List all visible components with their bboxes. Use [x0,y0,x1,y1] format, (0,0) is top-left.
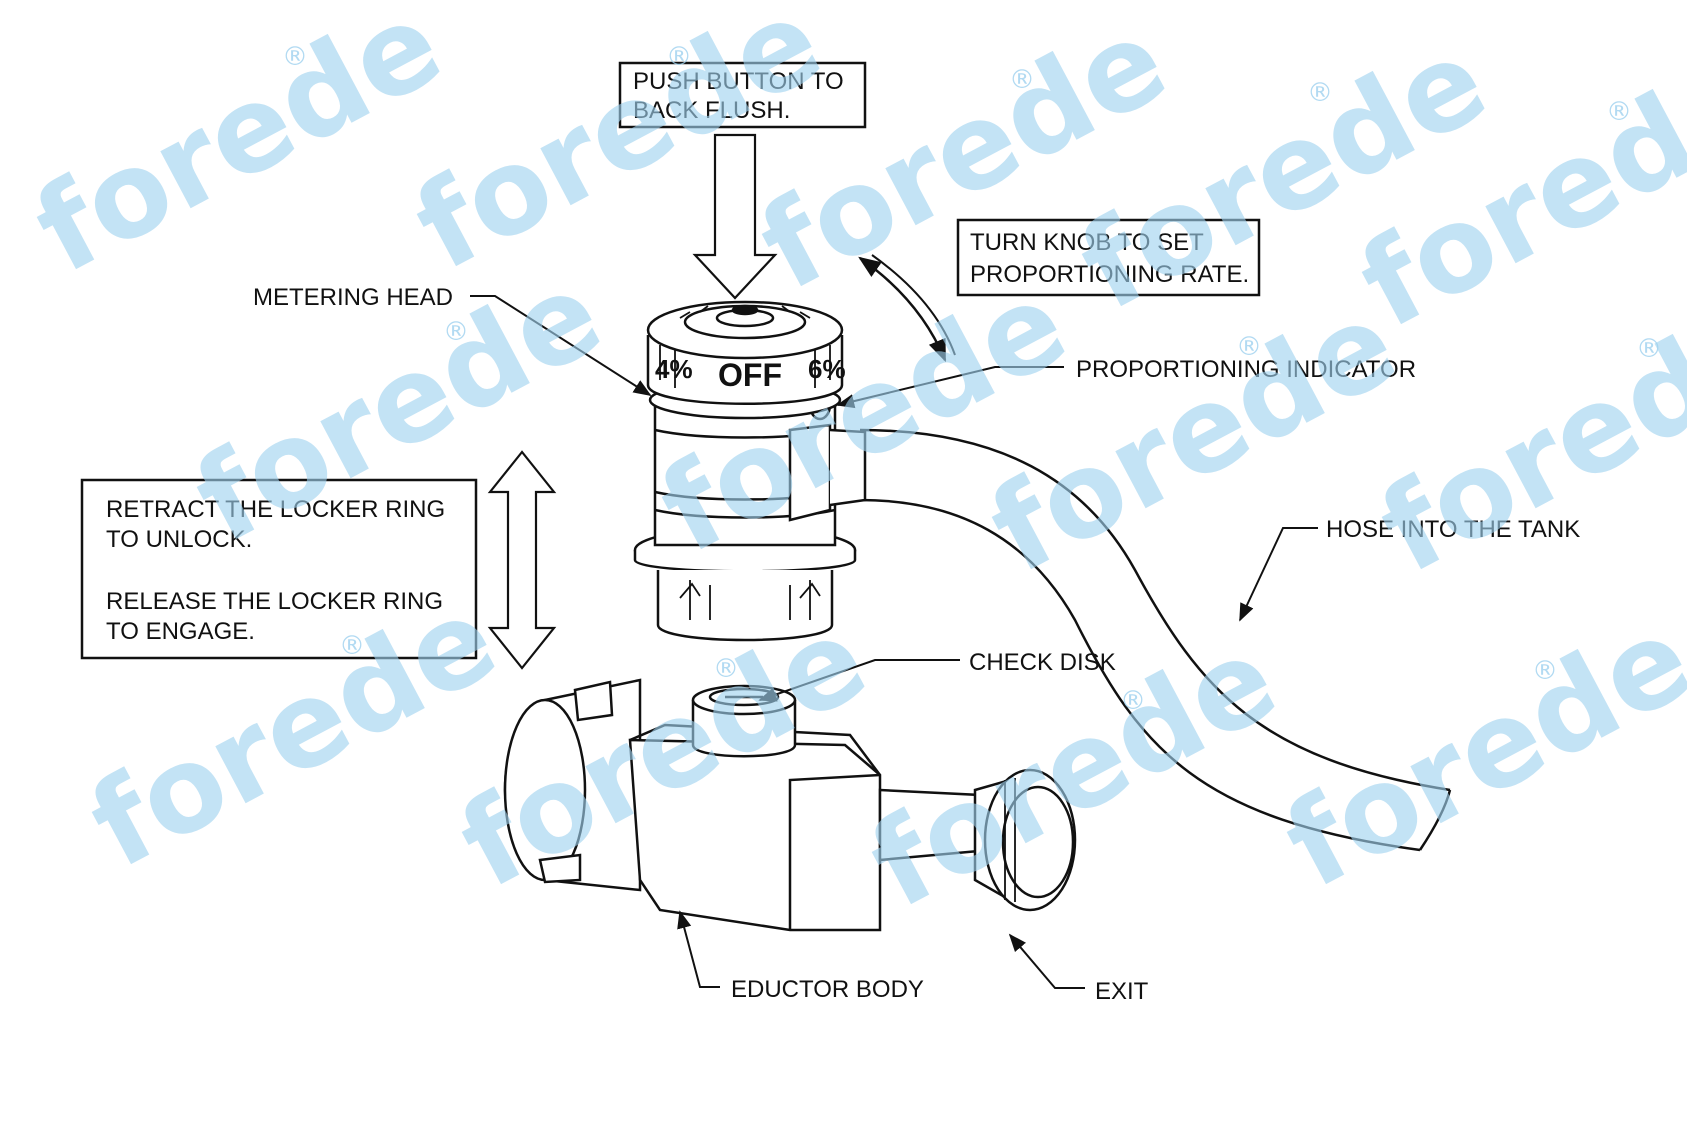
push-button-label-line2: BACK FLUSH. [633,97,790,124]
turn-knob-arrow [858,256,947,363]
registered-mark: ® [1120,686,1146,716]
registered-mark: ® [1236,332,1262,362]
metering-head-label: METERING HEAD [253,284,453,311]
locker-ring-box [80,478,478,660]
locker-ring-arrow [487,450,557,670]
push-button-box [618,61,867,129]
registered-mark: ® [443,317,469,347]
eductor-body-label: EDUCTOR BODY [731,976,924,1003]
registered-mark: ® [713,654,739,684]
locker-label-line4: TO ENGAGE. [106,618,255,645]
leader-lines [470,133,1318,989]
metering-head-leader [470,295,652,396]
locker-label-line2: TO UNLOCK. [106,526,252,553]
dial-mark-right: 6% [808,354,846,384]
turn-knob-box [956,218,1261,297]
metering-head [633,300,867,642]
registered-mark: ® [666,42,692,72]
exit-label: EXIT [1095,978,1149,1005]
check-disk-label: CHECK DISK [969,649,1116,676]
turn-knob-label-line1: TURN KNOB TO SET [970,229,1204,256]
eductor-body [503,678,1077,932]
registered-mark: ® [1636,334,1662,364]
turn-knob-label-line2: PROPORTIONING RATE. [970,261,1249,288]
hose-label: HOSE INTO THE TANK [1326,516,1580,543]
proportioning-indicator-leader [836,366,1064,409]
registered-mark: ® [1532,656,1558,686]
dial-mark-left: 4% [655,354,693,384]
registered-mark: ® [1606,97,1632,127]
hose [859,428,1452,852]
check-disk-leader [758,659,960,702]
registered-mark: ® [1307,78,1333,108]
push-button-label-line1: PUSH BUTTON TO [633,68,844,95]
watermark-logo: forede [13,0,462,300]
registered-mark: ® [1009,65,1035,95]
eductor-body-leader [677,910,720,988]
watermark-logo: forede [1263,589,1687,915]
registered-mark: ® [282,42,308,72]
hose-leader [1239,527,1318,622]
proportioning-indicator-label: PROPORTIONING INDICATOR [1076,356,1416,383]
dial-mark-center: OFF [718,357,782,393]
locker-label-line3: RELEASE THE LOCKER RING [106,588,443,615]
locker-label-line1: RETRACT THE LOCKER RING [106,496,445,523]
push-button-arrow [692,133,778,300]
exit-leader [1008,933,1085,989]
registered-mark: ® [339,631,365,661]
